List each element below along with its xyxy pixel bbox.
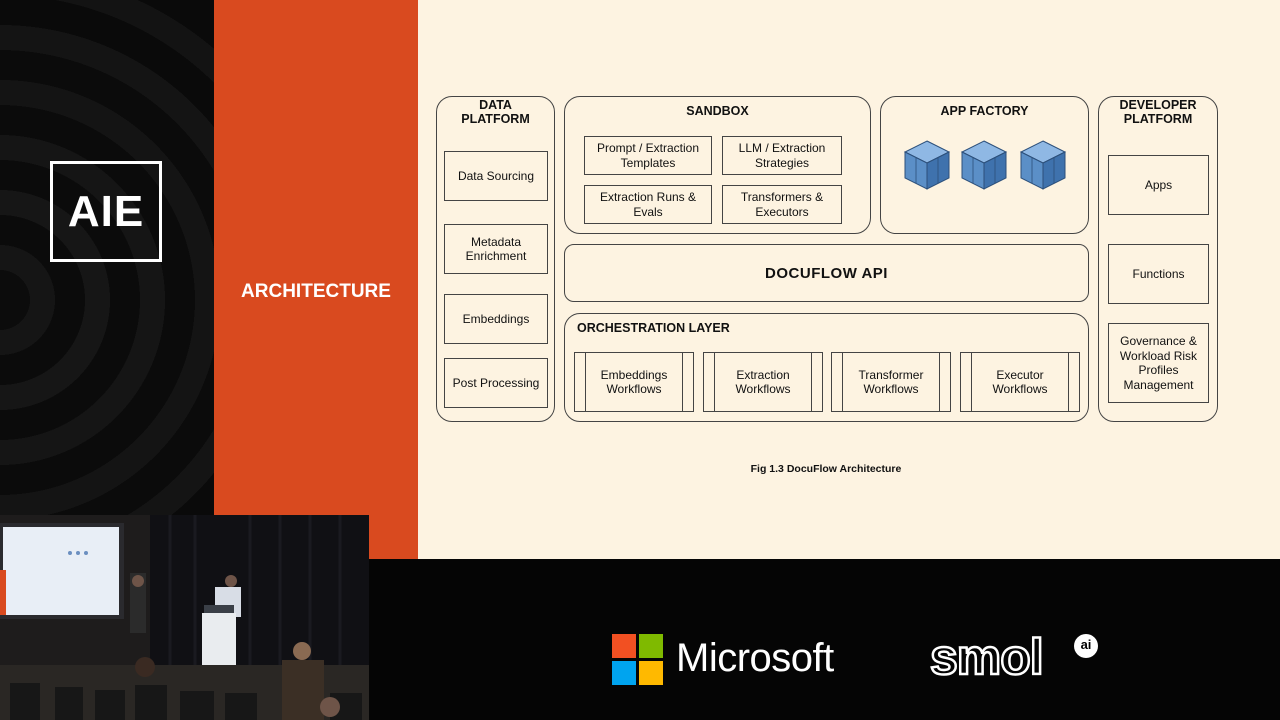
section-panel: ARCHITECTURE [214,0,418,559]
smol-logo-text: smol [929,628,1045,687]
executor-workflows-label: Executor Workflows [992,367,1048,397]
sponsor-strip [369,559,1280,720]
data-sourcing-box: Data Sourcing [444,151,548,201]
docuflow-api-label: DOCUFLOW API [765,264,888,282]
stage-photo [0,515,369,720]
metadata-enrichment-label: Metadata Enrichment [465,234,527,264]
executor-workflows-box: Executor Workflows [960,352,1080,412]
embeddings-workflows-label: Embeddings Workflows [600,367,668,397]
prompt-templates-label: Prompt / Extraction Templates [596,141,700,170]
ms-square-yellow [639,661,663,685]
transformers-executors-box: Transformers & Executors [722,185,842,224]
left-decor-panel: AIE [0,0,214,515]
post-processing-box: Post Processing [444,358,548,408]
governance-box: Governance & Workload Risk Profiles Mana… [1108,323,1209,403]
functions-box: Functions [1108,244,1209,304]
sandbox-group: SANDBOX Prompt / Extraction Templates LL… [564,96,871,234]
extraction-runs-box: Extraction Runs & Evals [584,185,712,224]
prompt-templates-box: Prompt / Extraction Templates [584,136,712,175]
aie-logo: AIE [50,161,162,262]
functions-label: Functions [1132,266,1185,281]
figure-caption: Fig 1.3 DocuFlow Architecture [750,463,902,475]
docuflow-api-bar: DOCUFLOW API [564,244,1089,302]
developer-platform-title-line1: DEVELOPER [1119,98,1197,112]
metadata-enrichment-box: Metadata Enrichment [444,224,548,274]
extraction-runs-label: Extraction Runs & Evals [599,190,697,219]
microsoft-logo-text: Microsoft [676,636,834,680]
cube-icon [960,140,1008,190]
orchestration-layer-title: ORCHESTRATION LAYER [577,321,730,335]
data-platform-title-line2: PLATFORM [461,112,530,126]
data-sourcing-label: Data Sourcing [457,168,535,183]
transformer-workflows-box: Transformer Workflows [831,352,951,412]
ms-square-green [639,634,663,658]
embeddings-box: Embeddings [444,294,548,344]
app-factory-title: APP FACTORY [940,104,1029,118]
cube-icon [903,140,951,190]
llm-strategies-label: LLM / Extraction Strategies [738,141,826,170]
developer-platform-title: DEVELOPER PLATFORM [1099,98,1217,126]
data-platform-title: DATA PLATFORM [437,98,554,126]
extraction-workflows-label: Extraction Workflows [735,367,791,397]
cube-icon [1019,140,1067,190]
transformer-workflows-label: Transformer Workflows [858,367,924,397]
extraction-workflows-box: Extraction Workflows [703,352,823,412]
developer-platform-title-line2: PLATFORM [1123,112,1193,126]
speaker-video [0,515,369,720]
embeddings-label: Embeddings [462,311,530,326]
architecture-slide: DATA PLATFORM Data Sourcing Metadata Enr… [418,0,1280,559]
smol-ai-badge: ai [1074,634,1098,658]
apps-box: Apps [1108,155,1209,215]
aie-logo-text: AIE [67,186,145,236]
apps-label: Apps [1144,177,1173,192]
ms-square-blue [612,661,636,685]
data-platform-title-line1: DATA [479,98,512,112]
section-title: ARCHITECTURE [241,281,391,302]
post-processing-label: Post Processing [452,375,540,390]
developer-platform-group: DEVELOPER PLATFORM Apps Functions Govern… [1098,96,1218,422]
data-platform-group: DATA PLATFORM Data Sourcing Metadata Enr… [436,96,555,422]
orchestration-layer-group: ORCHESTRATION LAYER Embeddings Workflows… [564,313,1089,422]
app-factory-group: APP FACTORY [880,96,1089,234]
llm-strategies-box: LLM / Extraction Strategies [722,136,842,175]
ms-square-red [612,634,636,658]
sandbox-title: SANDBOX [686,104,749,118]
embeddings-workflows-box: Embeddings Workflows [574,352,694,412]
microsoft-logo-icon [612,634,664,686]
transformers-executors-label: Transformers & Executors [740,190,824,219]
governance-label: Governance & Workload Risk Profiles Mana… [1119,334,1198,392]
